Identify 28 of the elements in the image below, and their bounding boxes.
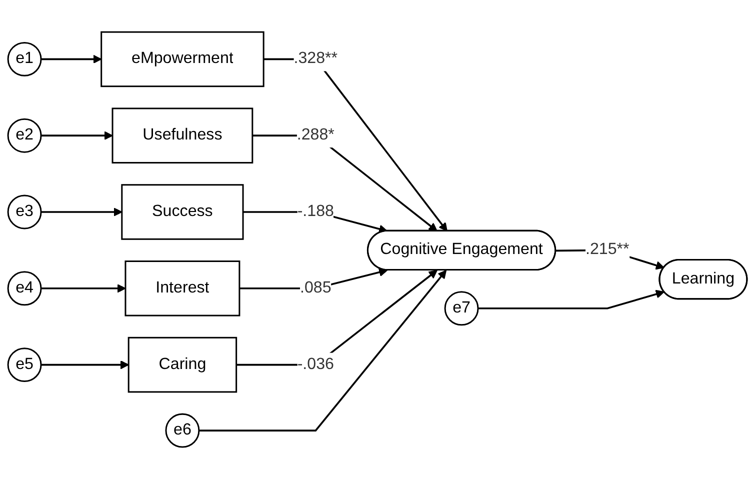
arrow <box>41 360 129 370</box>
node-circle: e6 <box>165 414 200 448</box>
node-box: Usefulness <box>112 108 254 164</box>
node-box: Caring <box>128 337 238 394</box>
node-circle: e3 <box>7 195 42 230</box>
edge-label: .085 <box>300 280 332 297</box>
arrow <box>264 58 448 232</box>
node-circle: e2 <box>7 118 42 154</box>
edge-label: .328** <box>294 50 338 68</box>
arrow <box>41 208 122 217</box>
edge-label: .215** <box>585 242 630 259</box>
node-box: Success <box>121 184 244 240</box>
node-circle: e7 <box>444 292 479 326</box>
node-circle: e1 <box>7 42 42 77</box>
edge-label: -.188 <box>297 203 334 220</box>
node-circle: e5 <box>7 348 42 382</box>
arrow <box>41 55 102 64</box>
node-box: eMpowerment <box>100 32 264 88</box>
node-circle: e4 <box>7 272 42 306</box>
arrow <box>198 270 447 432</box>
arrow <box>478 290 664 310</box>
arrow <box>41 284 126 294</box>
arrow <box>41 132 113 140</box>
edge-label: -.036 <box>297 356 334 374</box>
arrow <box>252 135 438 232</box>
node-box: Interest <box>124 260 240 317</box>
edge-label: .288* <box>296 126 334 144</box>
arrow <box>236 270 438 366</box>
